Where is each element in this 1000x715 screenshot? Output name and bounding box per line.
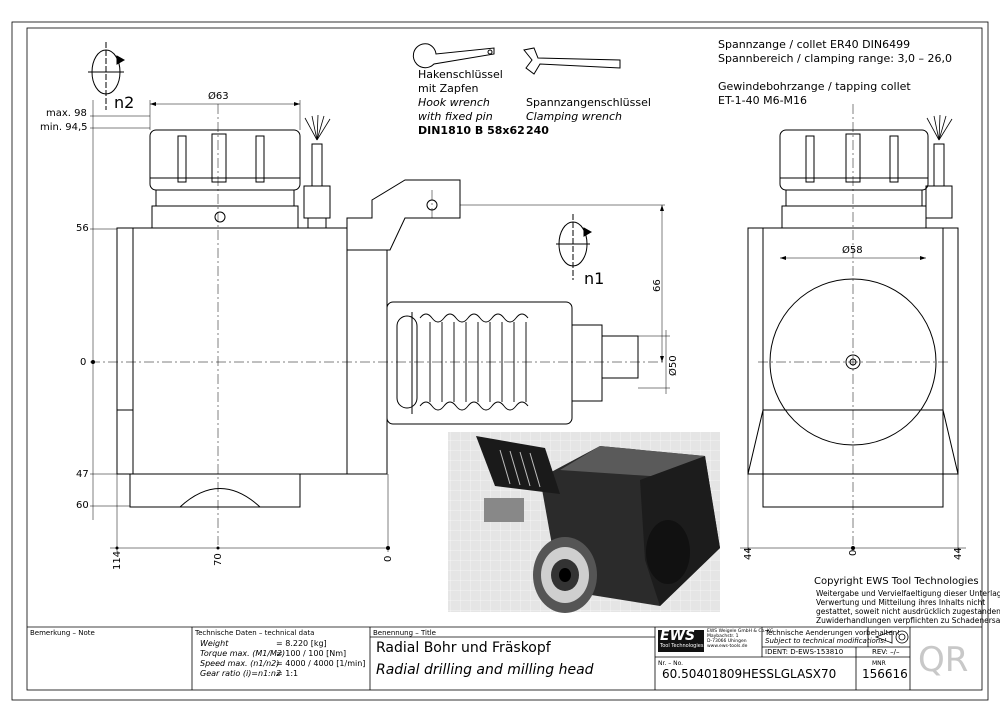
- 3d-render-image: [448, 432, 720, 613]
- n2-label: n2: [114, 93, 135, 112]
- right-view: [747, 114, 959, 508]
- dim-min945: min. 94,5: [40, 122, 88, 133]
- hook-wrench-icon: [412, 43, 495, 69]
- ews-logo-sub: Tool Technologies: [660, 643, 704, 649]
- dim-0-left: 0: [80, 357, 87, 368]
- dim-0-right: 0: [848, 549, 859, 556]
- copyright-line-1: Weitergabe und Vervielfaeltigung dieser …: [816, 589, 1000, 598]
- collet-spec: Spannzange / collet ER40 DIN6499: [718, 38, 911, 51]
- tapping-collet-spec: ET-1-40 M6-M16: [718, 94, 808, 107]
- company-line-3: D-73066 Uhingen: [707, 639, 747, 644]
- copyright-line-4: Zuwiderhandlungen verpflichten zu Schade…: [816, 616, 1000, 625]
- dim-66: 66: [652, 279, 663, 292]
- gear-ratio-label: Gear ratio (i)=n1:n2: [200, 669, 282, 678]
- title-german: Radial Bohr und Fräskopf: [376, 640, 551, 656]
- weight-label: Weight: [200, 639, 229, 648]
- gear-ratio-value: = 1:1: [276, 669, 299, 678]
- speed-label: Speed max. (n1/n2): [200, 659, 280, 668]
- weight-value: = 8.220 [kg]: [276, 639, 327, 648]
- ident-number: IDENT: D-EWS-153810: [765, 648, 844, 656]
- rotation-symbol-n1: [556, 214, 593, 280]
- housing: [116, 227, 348, 475]
- n1-label: n1: [584, 269, 605, 288]
- part-number: 60.50401809HESSLGLASX70: [662, 667, 837, 681]
- number-label: Nr. – No.: [658, 660, 684, 667]
- speed-value: = 4000 / 4000 [1/min]: [276, 659, 366, 668]
- dim-56: 56: [76, 223, 89, 234]
- mnr-label: MNR: [872, 660, 886, 667]
- title-label: Benennung – Title: [373, 629, 436, 637]
- qr-placeholder: QR: [918, 640, 969, 680]
- title-block: [27, 626, 982, 690]
- company-line-4: www.ews-tools.de: [707, 644, 748, 649]
- copyright-line-2: Verwertung und Mitteilung ihres Inhalts …: [816, 598, 986, 607]
- hook-wrench-de-2: mit Zapfen: [418, 82, 479, 95]
- ews-logo: EWS: [660, 628, 696, 644]
- ews-logo-box: [658, 630, 704, 652]
- clamping-range: Spannbereich / clamping range: 3,0 – 26,…: [718, 52, 952, 65]
- tech-data-label: Technische Daten – technical data: [195, 629, 315, 637]
- dim-max98: max. 98: [46, 108, 87, 119]
- hook-wrench-en-1: Hook wrench: [418, 96, 490, 109]
- mnr-number: 156616: [862, 667, 908, 681]
- dim-44-right: 44: [953, 547, 964, 560]
- copyright-title: Copyright EWS Tool Technologies: [814, 576, 979, 587]
- projection-symbol-icon: [874, 630, 909, 644]
- torque-value: = 100 / 100 [Nm]: [276, 649, 347, 658]
- torque-label: Torque max. (M1/M2): [200, 649, 286, 658]
- dim-0-bottom: 0: [383, 555, 394, 562]
- notice-english: Subject to technical modifications!: [765, 637, 887, 645]
- clamping-wrench-spec: 240: [526, 124, 549, 137]
- left-view: [116, 114, 639, 508]
- revision: REV: –/–: [872, 648, 900, 656]
- clamping-wrench-icon: [523, 47, 621, 75]
- tapping-collet: Gewindebohrzange / tapping collet: [718, 80, 911, 93]
- dim-60: 60: [76, 500, 89, 511]
- dim-114: 114: [112, 550, 123, 570]
- hook-wrench-spec: DIN1810 B 58x62: [418, 124, 525, 137]
- inner-border: [26, 27, 983, 691]
- company-line-1: EWS Weigele GmbH & Co. KG: [707, 629, 774, 634]
- notice-german: Technische Aenderungen vorbehalten!: [765, 629, 900, 637]
- hook-wrench-de-1: Hakenschlüssel: [418, 68, 503, 81]
- dim-d50: Ø50: [668, 355, 679, 376]
- clamping-wrench-en: Clamping wrench: [526, 110, 622, 123]
- collet-nut: [149, 129, 301, 191]
- dim-70: 70: [213, 553, 224, 566]
- company-line-2: Maybachstr. 1: [707, 634, 739, 639]
- dim-44-left: 44: [743, 547, 754, 560]
- copyright-line-3: gestattet, soweit nicht ausdrücklich zug…: [816, 607, 1000, 616]
- dim-d63: Ø63: [208, 91, 229, 102]
- rotation-symbol-n2: [88, 42, 126, 110]
- hook-wrench-en-2: with fixed pin: [418, 110, 493, 123]
- dim-47: 47: [76, 469, 89, 480]
- title-english: Radial drilling and milling head: [376, 662, 594, 678]
- dim-d58: Ø58: [842, 245, 863, 256]
- note-label: Bemerkung – Note: [30, 629, 95, 637]
- clamping-wrench-de: Spannzangenschlüssel: [526, 96, 651, 109]
- outer-border: [11, 21, 989, 701]
